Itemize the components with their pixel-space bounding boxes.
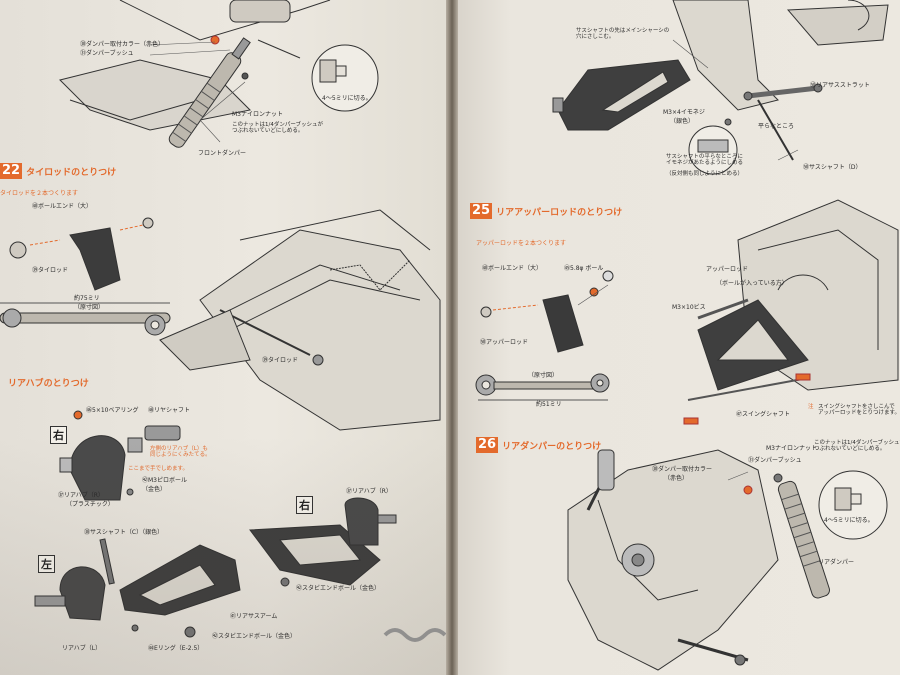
step-number: 26 — [476, 437, 499, 453]
stabi-end-ball-label-2: ㊷スタビエンドボール（金色） — [212, 633, 297, 640]
screw-label: M3×10ビス — [672, 304, 706, 311]
right-side-mark-2: 右 — [296, 496, 313, 514]
sus-shaft-d-label: ㊿サスシャフト（D） — [803, 164, 862, 171]
left-hub-note: 左側のリアハブ（L）も 同じようにくみたてる。 — [150, 446, 211, 459]
hand-tighten-note: ここまで手でしめます。 — [128, 466, 188, 472]
damper-collar-label: ㉚ダンパー取付カラー（赤色） — [80, 41, 165, 48]
actual-size-label: （原寸図） — [74, 304, 105, 311]
rear-hub-r-label: ㊲リアハブ（R） — [58, 492, 104, 499]
pillow-ball-sub: （金色） — [142, 486, 167, 493]
note-mark: 注 — [808, 404, 814, 410]
sus-shaft-c-label: ㊳サスシャフト（C）（銀色） — [84, 529, 164, 536]
swing-shaft-note: スイングシャフトをさしこんで アッパーロッドをとりつけます。 — [818, 404, 900, 417]
set-screw-instruction: サスシャフトの平らなところに イモネジがあたるようにしめる — [666, 154, 744, 167]
rear-sus-strut-label: ㊿リアサスストラット — [810, 82, 870, 89]
damper-collar-sub: （赤色） — [664, 475, 689, 482]
step-number: 22 — [0, 163, 23, 179]
ball-58-label: ㊺5.8φ ボール — [564, 265, 604, 272]
left-page: ㉚ダンパー取付カラー（赤色） ㉛ダンパーブッシュ M3ナイロンナット このナット… — [0, 0, 446, 675]
stabi-end-ball-label-1: ㊷スタビエンドボール（金色） — [296, 585, 381, 592]
nylon-nut-note: このナットは1/4ダンパーブッシュが つぶれないていどにしめる。 — [814, 440, 900, 453]
upper-rod-label: ㊿アッパーロッド — [480, 339, 529, 346]
cut-note: 4〜5ミリに切る。 — [322, 95, 372, 102]
damper-bushing-label: ㉛ダンパーブッシュ — [80, 50, 134, 57]
swing-shaft-label: ㊼スイングシャフト — [736, 411, 791, 418]
pillow-ball-label: ㊷M3ピロボール — [142, 477, 187, 484]
ball-end-label: ㊵ボールエンド（大） — [32, 203, 93, 210]
step-22-header: 22 タイロッドのとりつけ — [0, 163, 116, 179]
nylon-nut-label: M3ナイロンナット — [766, 445, 817, 452]
step-23-header: リアハブのとりつけ — [0, 376, 89, 389]
rear-hub-r-sub: （プラスチック） — [66, 501, 114, 508]
assembly-tie-rod-label: ㊴タイロッド — [262, 357, 299, 364]
front-damper-label: フロントダンパー — [198, 150, 247, 157]
rear-shaft-label: ㊽リヤシャフト — [148, 407, 191, 414]
sus-shaft-insert-note: サスシャフトの先はメインシャーシの 穴にさしこむ。 — [576, 28, 670, 41]
left-side-mark: 左 — [38, 555, 55, 573]
upper-rod-assembly-label: アッパーロッド — [706, 266, 749, 273]
left-page-illustrations — [0, 0, 446, 642]
bearing-label: ㊻5×10ベアリング — [86, 407, 139, 414]
step-title: リアアッパーロッドのとりつけ — [496, 207, 623, 218]
right-page: サスシャフトの先はメインシャーシの 穴にさしこむ。 ㊿リアサスストラット M3×… — [458, 0, 900, 675]
step-number: 25 — [470, 203, 493, 219]
step-title: リアダンパーのとりつけ — [502, 441, 602, 452]
step-title: タイロッドのとりつけ — [26, 167, 117, 178]
set-screw-sub: （銀色） — [670, 118, 695, 125]
rear-damper-label: リアダンパー — [818, 559, 855, 566]
step-22-subtitle: タイロッドを２本つくります — [0, 190, 79, 197]
book-gutter — [446, 0, 458, 675]
set-screw-label: M3×4イモネジ — [663, 109, 705, 116]
nylon-nut-label: M3ナイロンナット — [232, 111, 283, 118]
damper-bushing-label: ㉛ダンパーブッシュ — [748, 457, 802, 464]
ball-end-label: ㊵ボールエンド（大） — [482, 265, 543, 272]
step-title: リアハブのとりつけ — [8, 379, 89, 389]
flat-area-label: 平らなところ — [758, 123, 795, 130]
cut-note: 4〜5ミリに切る。 — [824, 517, 874, 524]
length-label: 約75ミリ — [74, 295, 100, 302]
step-25-header: 25 リアアッパーロッドのとりつけ — [470, 203, 622, 219]
nylon-nut-note: このナットは1/4ダンパーブッシュが つぶれないていどにしめる。 — [232, 122, 324, 135]
e-ring-label: ㊹Eリング（E-2.5） — [148, 645, 204, 652]
ball-side-note: （ボールが入っている方） — [716, 280, 788, 287]
rear-hub-l-label: リアハブ（L） — [62, 645, 102, 652]
rear-sus-arm-label: ㊶リアサスアーム — [230, 613, 278, 620]
damper-collar-label: ㉚ダンパー取付カラー — [652, 466, 713, 473]
rear-hub-r-label-2: ㊲リアハブ（R） — [346, 488, 392, 495]
rod-length-label: 約51ミリ — [536, 401, 562, 408]
step-26-header: 26 リアダンパーのとりつけ — [476, 437, 601, 453]
right-side-mark: 右 — [50, 426, 67, 444]
set-screw-instruction-sub: （反対側も同じようにとめる） — [666, 171, 744, 177]
actual-size-label: （原寸図） — [528, 372, 559, 379]
step-25-subtitle: アッパーロッドを２本つくります — [476, 240, 567, 247]
right-page-illustrations — [475, 0, 899, 671]
tie-rod-label: ㊴タイロッド — [32, 267, 69, 274]
